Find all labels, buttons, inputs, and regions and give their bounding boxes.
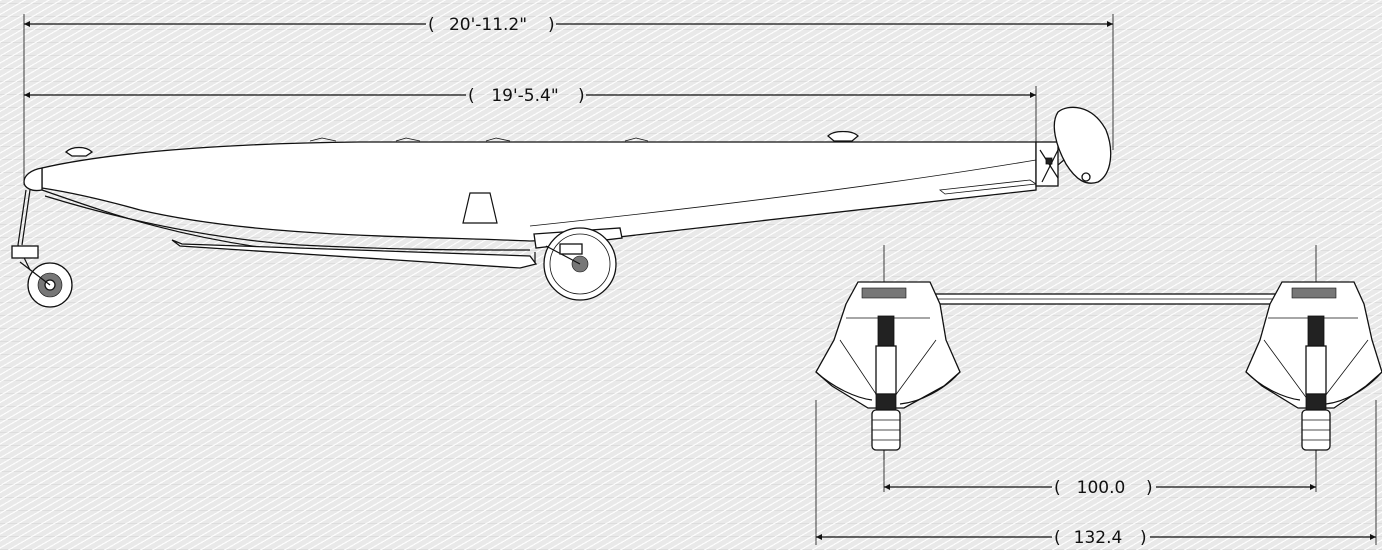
aft-chine-line (529, 159, 1037, 227)
svg-text:(: ( (468, 86, 475, 106)
deck-fitting-4 (624, 137, 649, 142)
svg-text:(: ( (428, 15, 435, 35)
svg-text:): ) (578, 86, 585, 106)
dimension-overall-length: ( ) 20'-11.2" (24, 15, 1113, 35)
right-hull-section (1245, 245, 1382, 460)
side-view: ( ) 20'-11.2" ( ) 19'-5.4" (11, 14, 1114, 308)
wheel-track-label: 100.0 (1077, 478, 1126, 498)
svg-text:): ) (1146, 478, 1153, 498)
hull-length-label: 19'-5.4" (491, 86, 558, 106)
left-hull-section (815, 245, 961, 460)
svg-text:): ) (548, 15, 555, 35)
bow-nose (23, 167, 43, 192)
dimension-overall-width: ( ) 132.4 (816, 528, 1376, 548)
main-wheel-assembly (533, 227, 623, 301)
deck-fitting-2 (395, 137, 421, 142)
overall-width-label: 132.4 (1074, 528, 1123, 548)
overall-length-label: 20'-11.2" (449, 15, 527, 35)
deck-fitting-1 (309, 137, 337, 142)
dimension-hull-length: ( ) 19'-5.4" (24, 86, 1036, 106)
dimension-wheel-track: ( ) 100.0 (884, 478, 1316, 498)
aft-cleat (827, 130, 859, 142)
rudder-pin (1081, 172, 1091, 182)
front-view: ( ) 100.0 ( ) 132.4 (815, 245, 1382, 548)
rudder-blade (1053, 106, 1112, 184)
svg-text:(: ( (1054, 478, 1061, 498)
svg-text:(: ( (1054, 528, 1061, 548)
bow-wheel-assembly (11, 189, 73, 308)
keel-line (44, 195, 531, 251)
carry-handle (462, 192, 498, 224)
svg-text:): ) (1140, 528, 1147, 548)
bow-cleat (64, 146, 94, 157)
hull-body (41, 141, 1037, 242)
deck-fitting-3 (485, 137, 511, 142)
keel-strip (171, 239, 538, 269)
stern-bracket (1035, 141, 1083, 187)
